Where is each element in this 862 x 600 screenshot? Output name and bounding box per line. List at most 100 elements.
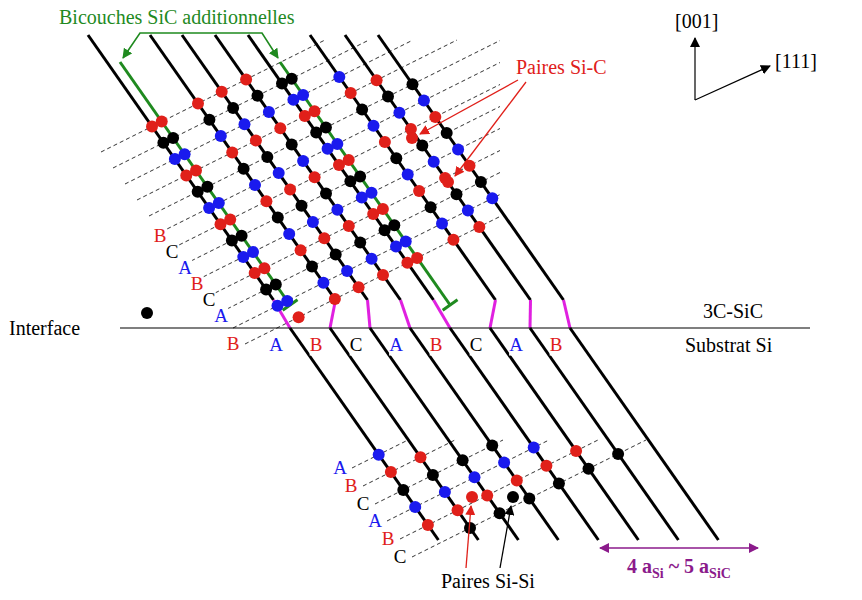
atom-dot: [239, 118, 251, 130]
atom-dot: [451, 188, 463, 200]
atom-dot: [385, 466, 397, 478]
atom-dot: [452, 504, 464, 516]
atom-dot: [475, 176, 487, 188]
atom-dot: [341, 265, 353, 277]
atom-dot: [258, 262, 270, 274]
si-line: [290, 328, 438, 540]
bend-segment: [490, 300, 496, 328]
atom-dot: [441, 127, 453, 139]
atom-dot: [353, 281, 365, 293]
atom-dot: [203, 114, 215, 126]
atom-dot: [345, 87, 357, 99]
atom-dot: [436, 218, 448, 230]
atom-dot: [439, 486, 451, 498]
si-line: [490, 328, 638, 540]
atom-dot: [167, 132, 179, 144]
atom-dots: [146, 71, 624, 534]
interface-line: [120, 327, 810, 328]
stacking-letter: B: [382, 529, 395, 550]
atom-dot: [373, 449, 385, 461]
atom-dot: [263, 106, 275, 118]
si-line: [370, 328, 518, 540]
atom-dot: [416, 139, 428, 151]
atom-dot: [192, 98, 204, 110]
atom-dot: [540, 460, 552, 472]
atom-dot: [295, 244, 307, 256]
atom-dot: [249, 179, 261, 191]
bilayer-dash: [387, 440, 549, 521]
atom-dot: [366, 187, 378, 199]
atom-dot: [190, 165, 202, 177]
atom-dot: [382, 91, 394, 103]
atom-dot: [343, 154, 355, 166]
stacking-letter: B: [191, 274, 204, 295]
atom-dot: [179, 148, 191, 160]
atom-dot: [390, 152, 402, 164]
bend-segment: [368, 300, 371, 328]
stacking-letter: B: [430, 335, 443, 356]
atom-dot: [371, 74, 383, 86]
atom-dot: [226, 146, 238, 158]
axis-arrow: [694, 38, 695, 100]
atom-dot: [296, 200, 308, 212]
atom-dot: [250, 135, 262, 147]
atom-dot: [320, 188, 332, 200]
stacking-letter: A: [509, 335, 523, 356]
atom-dot: [356, 103, 368, 115]
bilayer-dash: [113, 40, 369, 168]
atom-dot: [452, 143, 464, 155]
atom-dot: [286, 139, 298, 151]
atom-dot: [422, 519, 434, 531]
subscript: Si: [652, 566, 664, 581]
atom-dot: [331, 204, 343, 216]
atom-dot: [309, 171, 321, 183]
atom-dot: [252, 90, 264, 102]
axis-arrow: [695, 66, 770, 100]
bilayer-dash: [137, 40, 457, 200]
dimension-text: 4 a: [627, 555, 652, 577]
bend-segment: [564, 300, 571, 328]
atom-dot: [297, 155, 309, 167]
si-line: [450, 328, 598, 540]
atom-dot: [393, 107, 405, 119]
atom-dot: [297, 89, 309, 101]
atom-dot: [329, 293, 341, 305]
leader-arrow: [500, 506, 511, 568]
si-line: [530, 328, 678, 540]
bilayer-dash: [101, 40, 325, 152]
atom-dot: [388, 219, 400, 231]
stacking-letter: B: [227, 334, 240, 355]
atom-dot: [415, 451, 427, 463]
bend-segment: [434, 300, 451, 328]
atom-dot: [283, 228, 295, 240]
atom-dot: [409, 501, 421, 513]
si-line: [410, 328, 558, 540]
atom-dot: [368, 120, 380, 132]
text-label: [111]: [774, 50, 818, 72]
stacking-letter: B: [345, 476, 358, 497]
atom-dot: [270, 279, 282, 291]
atom-dot: [215, 130, 227, 142]
atom-dot: [330, 249, 342, 261]
atom-dot: [273, 167, 285, 179]
bilayer-dash: [352, 440, 408, 468]
stacking-letter: A: [389, 335, 403, 356]
atom-dot: [523, 492, 535, 504]
atom-dot: [570, 445, 582, 457]
atom-dot: [354, 236, 366, 248]
atom-dot: [281, 295, 293, 307]
si-line: [570, 328, 718, 540]
stacking-letter: A: [368, 511, 382, 532]
bilayer-dash: [209, 151, 500, 297]
atom-dot: [141, 307, 153, 319]
atom-dot: [428, 156, 440, 168]
atom-dot: [425, 201, 437, 213]
atom-dot: [306, 261, 318, 273]
atom-dot: [377, 269, 389, 281]
sic-line: [310, 35, 496, 300]
atom-dot: [343, 220, 355, 232]
stacking-letter: C: [350, 335, 363, 356]
dimension-text: ~ 5 a: [669, 555, 709, 577]
atom-dot: [260, 195, 272, 207]
